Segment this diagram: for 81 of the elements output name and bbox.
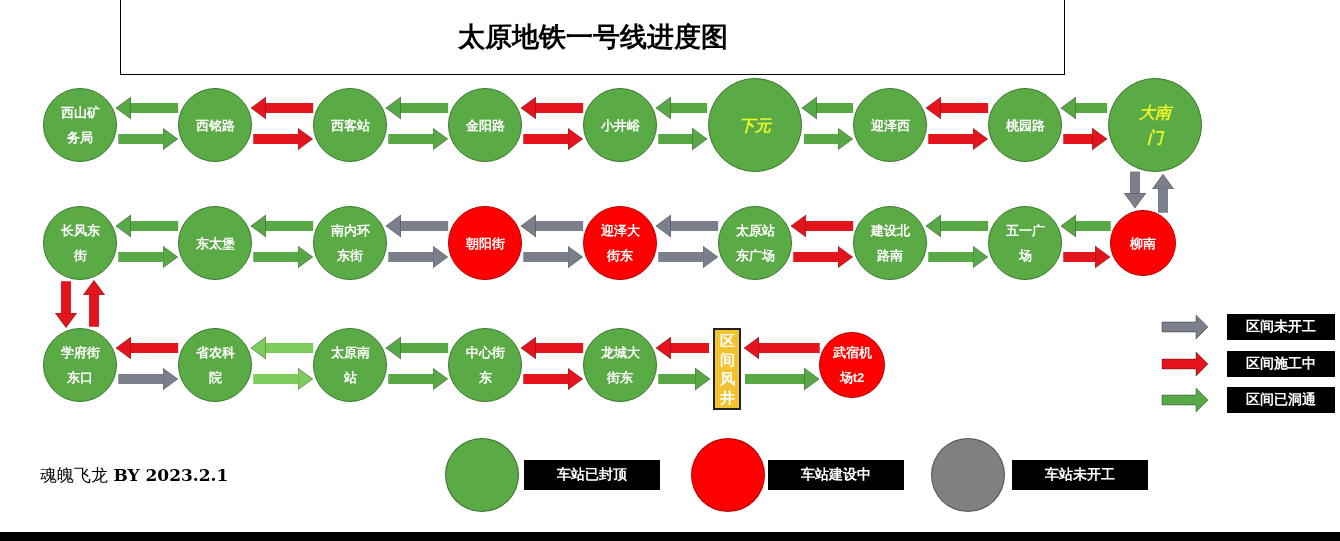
arrow (658, 245, 719, 269)
station-circle: 西客站 (313, 88, 387, 162)
arrow (250, 336, 314, 360)
arrow (385, 96, 449, 120)
arrow (82, 279, 106, 327)
arrow (793, 245, 854, 269)
station-circle: 长风东街 (43, 206, 117, 280)
legend-label: 区间施工中 (1227, 351, 1335, 377)
arrow (253, 245, 314, 269)
station-circle: 建设北路南 (853, 206, 927, 280)
arrow (118, 127, 179, 151)
shaft-box: 区间风井 (713, 328, 741, 410)
arrow (385, 336, 449, 360)
arrow (115, 96, 179, 120)
legend-label: 车站已封顶 (524, 460, 660, 490)
arrow (928, 127, 989, 151)
arrow (523, 127, 584, 151)
arrow (928, 245, 989, 269)
arrow (655, 214, 719, 238)
arrow (385, 214, 449, 238)
arrow (115, 214, 179, 238)
arrow (1063, 127, 1108, 151)
legend-label: 车站未开工 (1012, 460, 1148, 490)
station-circle: 五一广场 (988, 206, 1062, 280)
station-circle: 南内环东街 (313, 206, 387, 280)
station-circle: 西山矿务局 (43, 88, 117, 162)
arrow (253, 367, 314, 391)
arrow (658, 367, 711, 391)
arrow (1151, 173, 1175, 213)
arrow (655, 336, 709, 360)
station-circle: 金阳路 (448, 88, 522, 162)
station-circle: 迎泽西 (853, 88, 927, 162)
arrow (745, 367, 820, 391)
arrow (743, 336, 820, 360)
arrow (253, 127, 314, 151)
arrow (388, 367, 449, 391)
station-circle: 迎泽大街东 (583, 206, 657, 280)
station-circle: 龙城大街东 (583, 328, 657, 402)
arrow (1060, 96, 1108, 120)
legend-label: 区间未开工 (1227, 314, 1335, 340)
arrow (520, 214, 584, 238)
arrow (250, 214, 314, 238)
arrow (1060, 214, 1111, 238)
arrow (655, 96, 708, 120)
arrow (925, 214, 989, 238)
arrow (658, 127, 708, 151)
station-circle: 小井峪 (583, 88, 657, 162)
title-box: 太原地铁一号线进度图 (120, 0, 1065, 75)
legend-label: 区间已洞通 (1227, 387, 1335, 413)
arrow (115, 336, 179, 360)
arrow (54, 281, 78, 329)
station-circle: 西铭路 (178, 88, 252, 162)
station-circle: 桃园路 (988, 88, 1062, 162)
arrow (520, 96, 584, 120)
station-circle: 朝阳街 (448, 206, 522, 280)
arrow (1123, 171, 1147, 209)
station-circle: 武宿机场t2 (819, 332, 885, 398)
arrow (523, 245, 584, 269)
station-circle: 学府街东口 (43, 328, 117, 402)
arrow (388, 127, 449, 151)
station-circle: 中心街东 (448, 328, 522, 402)
arrow (520, 336, 584, 360)
station-circle: 太原站东广场 (718, 206, 792, 280)
author-date-note: 魂魄飞龙 BY 2023.2.1 (40, 464, 229, 487)
legend-label: 车站建设中 (768, 460, 904, 490)
arrow (523, 367, 584, 391)
station-circle: 太原南站 (313, 328, 387, 402)
station-circle: 省农科院 (178, 328, 252, 402)
station-circle: 东太堡 (178, 206, 252, 280)
arrow (118, 245, 179, 269)
arrow (388, 245, 449, 269)
station-circle: 柳南 (1110, 210, 1176, 276)
arrow (801, 96, 854, 120)
station-circle: 大南门 (1108, 78, 1202, 172)
arrow (803, 127, 854, 151)
arrow (925, 96, 989, 120)
arrow (1063, 245, 1111, 269)
arrow (790, 214, 854, 238)
arrow (250, 96, 314, 120)
arrow (118, 367, 179, 391)
station-circle: 下元 (708, 78, 802, 172)
